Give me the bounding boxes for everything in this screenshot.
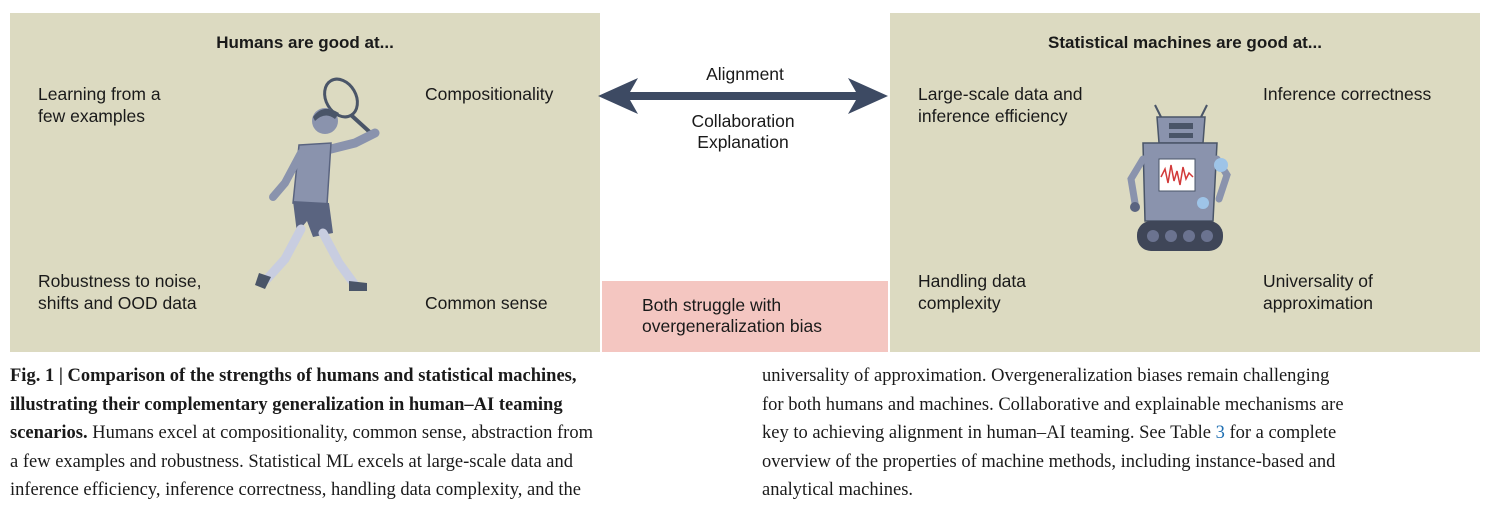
machines-item-universality: Universality of approximation	[1263, 271, 1373, 313]
arrow-label-alignment: Alignment	[706, 64, 784, 84]
caption-right-1: universality of approximation. Overgener…	[762, 366, 1330, 386]
machines-item-inference-correctness: Inference correctness	[1263, 84, 1432, 104]
tennis-player-icon	[255, 77, 380, 291]
machines-item-large-scale: Large-scale data and inference efficienc…	[918, 84, 1083, 126]
caption-bold-1: Comparison of the strengths of humans an…	[62, 366, 577, 386]
caption-right-5: analytical machines.	[762, 480, 914, 500]
arrow-label-collaboration-explanation: Collaboration Explanation	[691, 111, 795, 152]
caption-right-3b: for a complete	[1224, 423, 1337, 443]
machines-panel: Statistical machines are good at... Larg…	[890, 13, 1480, 352]
caption-right-4: overview of the properties of machine me…	[762, 451, 1336, 472]
caption-bold-3: scenarios.	[10, 423, 88, 443]
table-3-link[interactable]: 3	[1215, 423, 1225, 443]
figure-caption-right: universality of approximation. Overgener…	[762, 362, 1482, 505]
humans-item-compositionality: Compositionality	[425, 84, 554, 104]
machines-item-data-complexity: Handling data complexity	[918, 271, 1026, 313]
figure-label: Fig. 1 |	[10, 366, 63, 386]
caption-right-2: for both humans and machines. Collaborat…	[762, 394, 1344, 415]
shared-struggle-text: Both struggle with overgeneralization bi…	[642, 295, 822, 336]
humans-panel-title: Humans are good at...	[216, 33, 394, 52]
caption-right-3: key to achieving alignment in human–AI t…	[762, 423, 1216, 443]
humans-item-common-sense: Common sense	[425, 293, 548, 313]
caption-bold-2: illustrating their complementary general…	[10, 394, 563, 415]
caption-text-3: Humans excel at compositionality, common…	[87, 423, 593, 443]
caption-line-4: a few examples and robustness. Statistic…	[10, 451, 574, 472]
figure-caption-left: Fig. 1 | Comparison of the strengths of …	[10, 362, 730, 505]
shared-struggle-box: Both struggle with overgeneralization bi…	[602, 281, 888, 352]
robot-icon	[1127, 104, 1231, 251]
humans-item-robustness: Robustness to noise, shifts and OOD data	[38, 271, 202, 313]
caption-line-5: inference efficiency, inference correctn…	[10, 480, 581, 500]
alignment-arrow-icon	[598, 78, 888, 114]
humans-item-few-examples: Learning from a few examples	[38, 84, 161, 126]
humans-panel: Humans are good at... Learning from a fe…	[10, 13, 600, 352]
machines-panel-title: Statistical machines are good at...	[1048, 33, 1322, 52]
